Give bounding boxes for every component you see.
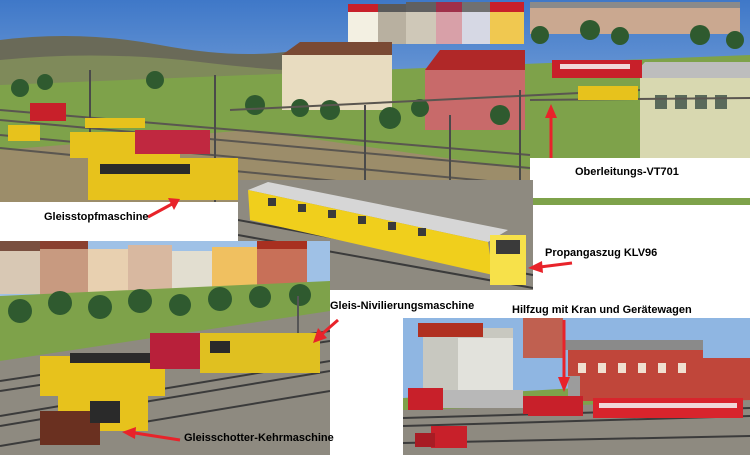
buildings-right	[418, 318, 750, 403]
red-van	[30, 103, 66, 121]
trees	[11, 20, 744, 129]
main-scene-panel	[0, 0, 750, 205]
label-band-left	[0, 202, 240, 234]
label-hilfzug: Hilfzug mit Kran und Gerätewagen	[512, 304, 692, 316]
red-shunter	[415, 426, 467, 448]
label-propangaszug: Propangaszug KLV96	[545, 247, 658, 259]
arrow-propangas	[528, 261, 573, 273]
station-building	[630, 62, 750, 158]
main-scene-image	[0, 0, 750, 205]
arrow-nivellier	[313, 318, 339, 343]
arrow-gleisstopf	[147, 198, 180, 219]
label-gleis-nivilierungsmaschine: Gleis-Nivilierungsmaschine	[330, 300, 475, 312]
yellow-van	[8, 125, 40, 141]
houses-row	[348, 2, 740, 44]
yellow-car-right	[578, 86, 638, 100]
townhouse	[282, 42, 525, 130]
bottom-right-panel	[403, 318, 750, 455]
label-oberleitungs-vt701: Oberleitungs-VT701	[575, 166, 679, 178]
trees-left	[8, 284, 311, 323]
label-gleisstopfmaschine: Gleisstopfmaschine	[44, 211, 149, 223]
arrow-hilfzug	[558, 320, 570, 392]
nivellier-machine	[40, 333, 320, 396]
arrow-kehrmaschine	[122, 427, 181, 442]
kehrmaschine-model	[40, 391, 148, 445]
label-gleisschotter-kehrmaschine: Gleisschotter-Kehrmaschine	[184, 432, 334, 444]
hilfzug-model	[408, 376, 743, 418]
label-band-right	[530, 158, 750, 198]
gleisstopfmaschine-model	[70, 118, 238, 200]
red-railcar	[552, 60, 642, 78]
bottom-left-panel	[0, 241, 330, 455]
